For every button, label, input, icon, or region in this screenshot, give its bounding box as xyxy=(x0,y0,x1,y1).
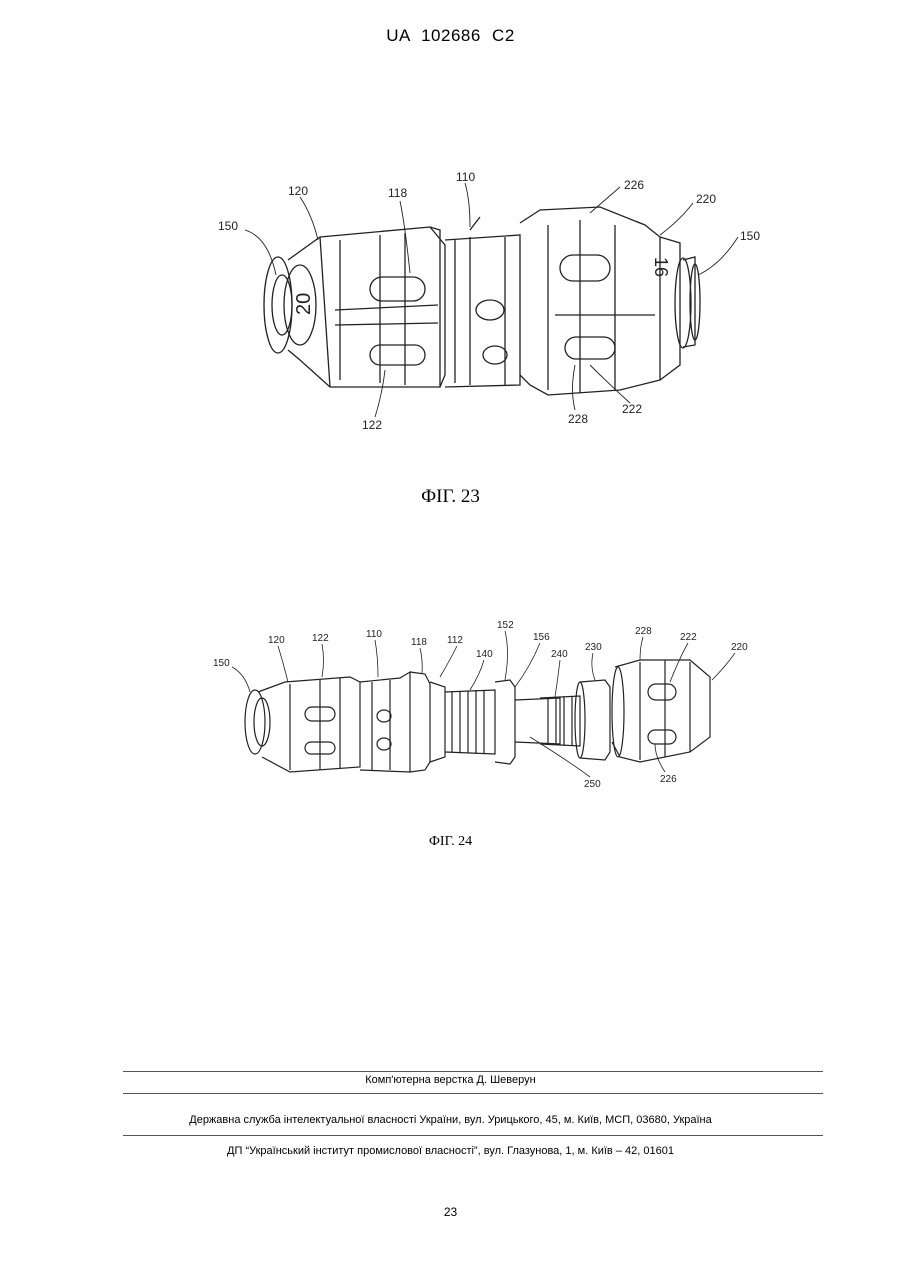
page-number: 23 xyxy=(0,1205,901,1219)
label-110: 110 xyxy=(456,170,475,184)
footer-institute: ДП “Український інститут промислової вла… xyxy=(0,1145,901,1157)
figure-23-svg: 20 16 150 120 118 110 226 220 150 122 22… xyxy=(0,165,901,465)
label-222: 222 xyxy=(622,402,642,416)
figure-24-caption: ФІГ. 24 xyxy=(0,834,901,850)
figure-23-drawing: 20 16 150 120 118 110 226 220 150 122 22… xyxy=(0,165,901,465)
label-150: 150 xyxy=(213,658,230,669)
label-110: 110 xyxy=(366,629,382,640)
label-150-right: 150 xyxy=(740,229,760,243)
label-226: 226 xyxy=(624,178,644,192)
figure-24-svg: 150 120 122 110 118 112 152 156 140 240 … xyxy=(0,612,901,797)
figure-24-drawing: 150 120 122 110 118 112 152 156 140 240 … xyxy=(0,612,901,797)
label-120: 120 xyxy=(268,635,285,646)
size-marking-20: 20 xyxy=(293,293,315,315)
label-220: 220 xyxy=(696,192,716,206)
footer-typesetting: Комп'ютерна верстка Д. Шеверун xyxy=(0,1074,901,1086)
footer-office: Державна служба інтелектуальної власност… xyxy=(0,1114,901,1126)
label-220: 220 xyxy=(731,642,748,653)
label-118: 118 xyxy=(388,186,407,200)
figure-23-markings: 20 16 xyxy=(293,257,671,315)
label-226: 226 xyxy=(660,774,677,785)
label-122: 122 xyxy=(362,418,382,432)
label-228: 228 xyxy=(568,412,588,426)
label-122: 122 xyxy=(312,633,329,644)
label-230: 230 xyxy=(585,642,602,653)
label-240: 240 xyxy=(551,649,568,660)
label-140: 140 xyxy=(476,649,493,660)
patent-header: UA 102686 C2 xyxy=(0,26,901,46)
label-228: 228 xyxy=(635,626,652,637)
footer-rule-bottom xyxy=(123,1135,823,1136)
size-marking-16: 16 xyxy=(651,257,671,277)
footer-rule-top xyxy=(123,1071,823,1072)
label-112: 112 xyxy=(447,635,463,646)
label-250: 250 xyxy=(584,779,601,790)
label-152: 152 xyxy=(497,620,514,631)
footer-rule-middle xyxy=(123,1093,823,1094)
label-156: 156 xyxy=(533,632,550,643)
label-118: 118 xyxy=(411,637,427,648)
label-150-left: 150 xyxy=(218,219,238,233)
label-120: 120 xyxy=(288,184,308,198)
figure-23-caption: ФІГ. 23 xyxy=(0,486,901,508)
label-222: 222 xyxy=(680,632,697,643)
